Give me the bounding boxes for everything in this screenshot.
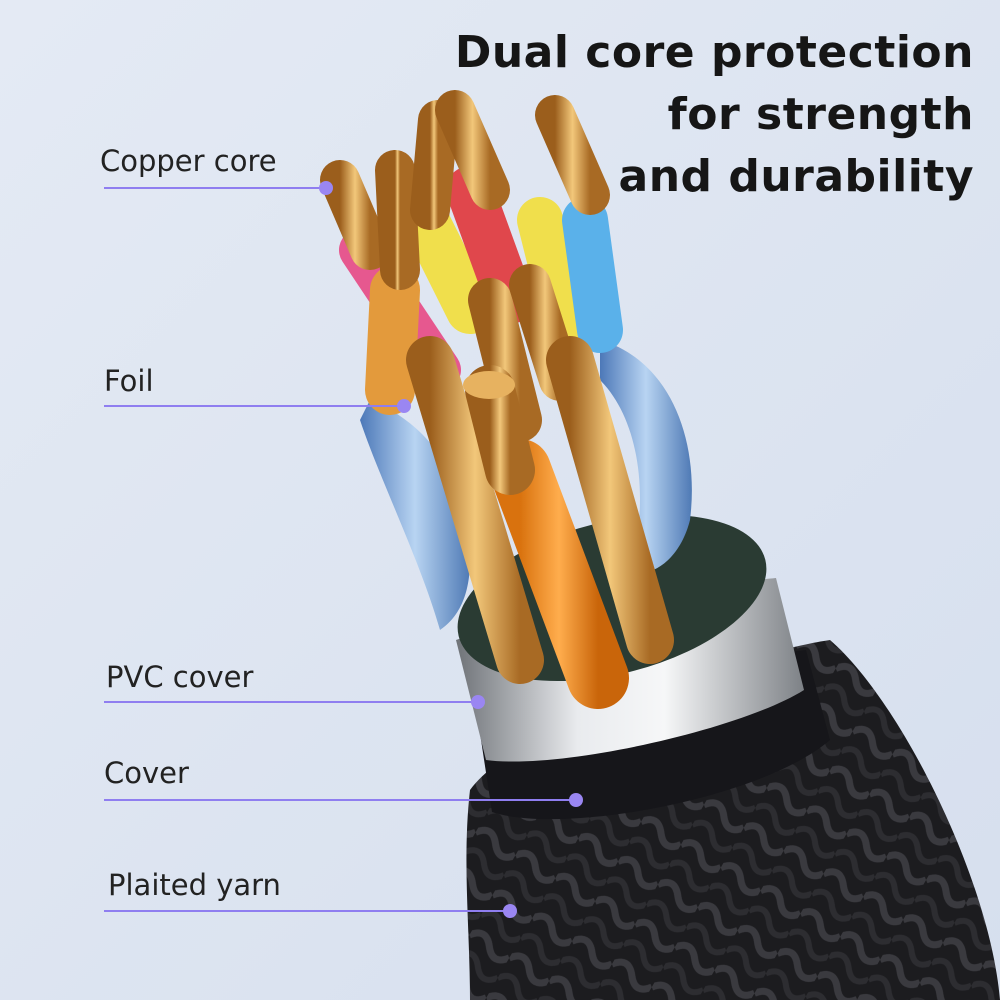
headline: Dual core protection for strength and du… [455, 22, 974, 208]
leader-dot-5 [503, 904, 517, 918]
leader-dot-1 [319, 181, 333, 195]
headline-line-2: for strength [667, 89, 974, 140]
leader-lines [104, 187, 576, 912]
label-plaited-yarn: Plaited yarn [108, 868, 281, 902]
wire-orange-front [489, 439, 629, 709]
leader-dot-3 [471, 695, 485, 709]
wire-blue [562, 197, 623, 353]
headline-line-3: and durability [618, 151, 974, 202]
foil-shield-left [360, 400, 470, 630]
leader-dots [319, 181, 583, 918]
copper-strand-front [465, 365, 535, 495]
label-pvc-cover: PVC cover [106, 660, 254, 694]
headline-line-1: Dual core protection [454, 27, 974, 78]
wire-red [446, 166, 534, 324]
foil-shield-right [600, 340, 692, 573]
wire-tan-orange [365, 265, 420, 415]
copper-strand-end [463, 371, 515, 399]
label-foil: Foil [104, 364, 154, 398]
leader-dot-2 [397, 399, 411, 413]
label-copper-core: Copper core [100, 144, 277, 178]
wire-yellow-2 [517, 197, 588, 343]
label-cover: Cover [104, 756, 189, 790]
leader-dot-4 [569, 793, 583, 807]
